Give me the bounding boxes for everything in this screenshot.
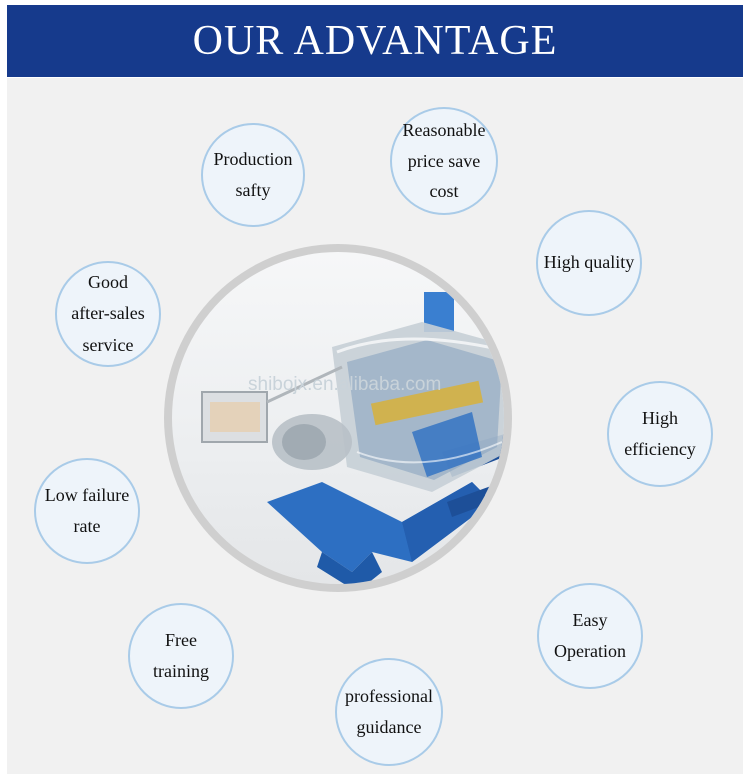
advantage-reasonable-price: Reasonable price save cost bbox=[390, 107, 498, 215]
bubble-line: Low failure bbox=[44, 484, 130, 505]
bubble-line: Free bbox=[165, 629, 197, 650]
machine-illustration bbox=[201, 292, 504, 584]
watermark-text: shibojx.en.alibaba.com bbox=[248, 374, 442, 395]
bubble-line: training bbox=[153, 661, 209, 681]
advantage-production-safety: Production safty bbox=[201, 123, 305, 227]
bubble-line: High quality bbox=[543, 252, 635, 273]
advantage-high-efficiency: High efficiency bbox=[607, 381, 713, 487]
bubble-line: cost bbox=[429, 181, 459, 202]
advantage-free-training: Free training bbox=[128, 603, 234, 709]
bubble-line: safty bbox=[235, 180, 271, 200]
bubble-line: Production bbox=[213, 148, 293, 169]
bubble-line: rate bbox=[73, 516, 101, 536]
bubble-line: after-sales bbox=[71, 303, 145, 324]
bubble-line: professional bbox=[345, 685, 433, 706]
bubble-line: guidance bbox=[356, 717, 422, 737]
header-banner: OUR ADVANTAGE bbox=[7, 5, 743, 77]
product-photo-frame bbox=[164, 244, 512, 592]
product-photo bbox=[172, 252, 504, 584]
advantage-low-failure-rate: Low failure rate bbox=[34, 458, 140, 564]
advantage-professional-guidance: professional guidance bbox=[335, 658, 443, 766]
advantage-high-quality: High quality bbox=[536, 210, 642, 316]
bubble-line: efficiency bbox=[624, 439, 696, 459]
page-title: OUR ADVANTAGE bbox=[192, 18, 558, 64]
bubble-line: Operation bbox=[554, 641, 626, 661]
bubble-line: Good bbox=[88, 271, 128, 292]
bubble-line: High bbox=[642, 407, 678, 428]
bubble-line: Easy bbox=[572, 609, 608, 630]
advantage-after-sales-service: Good after-sales service bbox=[55, 261, 161, 367]
bubble-line: service bbox=[82, 334, 134, 355]
bubble-line: Reasonable bbox=[402, 120, 486, 141]
advantage-easy-operation: Easy Operation bbox=[537, 583, 643, 689]
bubble-line: price save bbox=[407, 150, 481, 171]
